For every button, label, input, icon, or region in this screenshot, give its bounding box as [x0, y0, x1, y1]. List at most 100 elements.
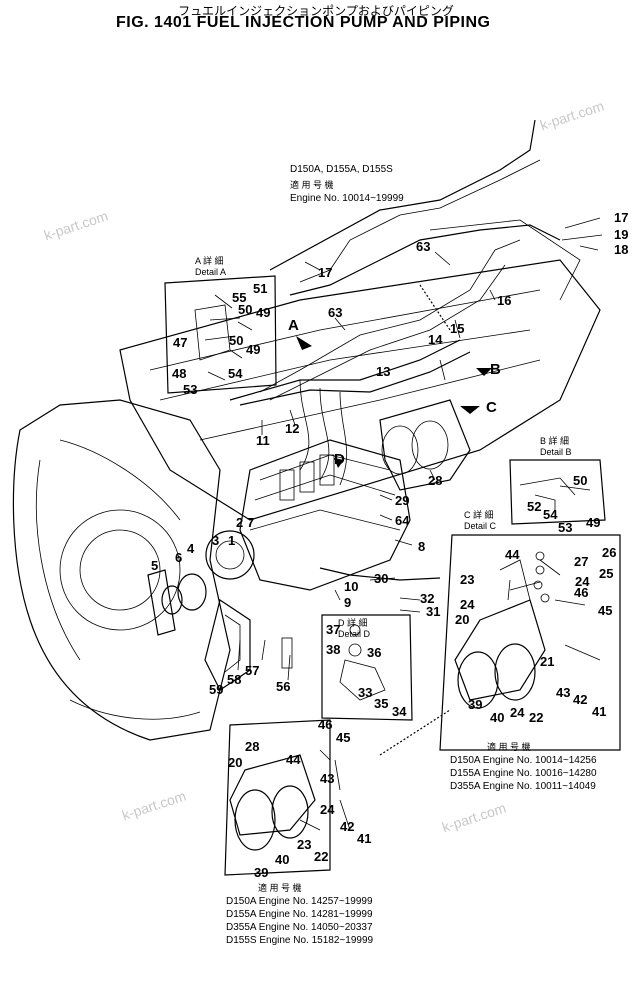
- top-engine-range: Engine No. 10014~19999: [290, 193, 404, 204]
- callout: 1: [228, 533, 236, 548]
- callout: 59: [209, 682, 224, 697]
- callout: 36: [367, 645, 382, 660]
- callout: 51: [253, 281, 268, 296]
- apply-bottom-jp: 適 用 号 機: [258, 883, 302, 893]
- detail-b-label: Detail B: [540, 447, 572, 457]
- callout: 54: [228, 366, 243, 381]
- fuel-filter-center: [379, 399, 471, 491]
- callout: 7: [247, 515, 255, 530]
- callout: 11: [256, 433, 270, 448]
- callout: 46: [574, 585, 589, 600]
- title-japanese: フュエルインジェクションポンプおよびパイピング: [178, 4, 454, 18]
- callout: 23: [297, 837, 312, 852]
- callout: 6: [175, 550, 183, 565]
- detail-d-jp: D 詳 細: [338, 618, 368, 628]
- callout: 49: [256, 305, 271, 320]
- callout: 53: [183, 382, 198, 397]
- detail-a-label: Detail A: [195, 267, 227, 277]
- callout: 20: [228, 755, 243, 770]
- callout: 41: [357, 831, 372, 846]
- callout: 53: [558, 520, 573, 535]
- apply-bottom-line: D150A Engine No. 14257~19999: [226, 896, 373, 907]
- detail-c-frame: [439, 534, 621, 751]
- callout: 26: [602, 545, 617, 560]
- apply-right-line: D355A Engine No. 10011~14049: [450, 781, 596, 792]
- callout: 9: [344, 595, 352, 610]
- view-arrow-c: C: [486, 399, 497, 416]
- callout: 46: [318, 717, 333, 732]
- view-arrow-d: D: [334, 451, 345, 468]
- callout: 16: [497, 293, 512, 308]
- callout: 14: [428, 332, 443, 347]
- apply-bottom-line: D155S Engine No. 15182~19999: [226, 935, 374, 946]
- callout: 40: [490, 710, 505, 725]
- callout: 24: [575, 574, 590, 589]
- callout: 57: [245, 663, 260, 678]
- callout: 23: [460, 572, 475, 587]
- callout: 45: [598, 603, 613, 618]
- callout: 50: [573, 473, 588, 488]
- callout: 24: [320, 802, 335, 817]
- apply-bottom-line: D355A Engine No. 14050~20337: [226, 922, 373, 933]
- callout: 41: [592, 704, 607, 719]
- bottom-filter-frame: [224, 719, 331, 876]
- callout: 39: [254, 865, 269, 880]
- callout: 24: [460, 597, 475, 612]
- callout: 43: [320, 771, 335, 786]
- callout: 52: [527, 499, 542, 514]
- callout: 43: [556, 685, 571, 700]
- detail-d-frame: [321, 614, 413, 721]
- callout: 55: [232, 290, 247, 305]
- callout: 44: [286, 752, 301, 767]
- callout: 32: [420, 591, 435, 606]
- callout: 5: [151, 558, 159, 573]
- callout: 45: [336, 730, 351, 745]
- callout: 42: [573, 692, 588, 707]
- flywheel-housing-outline: [12, 399, 231, 741]
- callout: 56: [276, 679, 291, 694]
- callout: 4: [187, 541, 195, 556]
- top-models-note: D150A, D155A, D155S: [290, 164, 393, 175]
- callout: 22: [529, 710, 544, 725]
- callout: 35: [374, 696, 389, 711]
- detail-b-frame: [509, 459, 606, 525]
- callout: 49: [586, 515, 601, 530]
- callout: 27: [574, 554, 589, 569]
- callout: 50: [238, 302, 253, 317]
- callout: 17: [318, 265, 333, 280]
- callout: 63: [416, 239, 431, 254]
- apply-right-line: D155A Engine No. 10016~14280: [450, 768, 597, 779]
- engine-head-outline: [119, 259, 601, 521]
- apply-right-line: D150A Engine No. 10014~14256: [450, 755, 597, 766]
- callout: 22: [314, 849, 329, 864]
- detail-d-label: Detail D: [338, 629, 371, 639]
- detail-c-jp: C 詳 細: [464, 510, 494, 520]
- callout: 24: [510, 705, 525, 720]
- callout: 37: [326, 622, 341, 637]
- callout: 34: [392, 704, 407, 719]
- detail-c-label: Detail C: [464, 521, 497, 531]
- callout: 63: [328, 305, 343, 320]
- view-arrow-a: A: [288, 317, 299, 334]
- callout: 44: [505, 547, 520, 562]
- callout: 38: [326, 642, 341, 657]
- callout: 50: [229, 333, 244, 348]
- figure-title: FIG. 1401 FUEL INJECTION PUMP AND PIPING: [116, 14, 491, 31]
- callout: 48: [172, 366, 187, 381]
- callout: 25: [599, 566, 614, 581]
- callout: 58: [227, 672, 242, 687]
- callout: 2: [236, 515, 244, 530]
- callout: 29: [395, 493, 410, 508]
- callout: 18: [614, 242, 629, 257]
- callout: 40: [275, 852, 290, 867]
- callout: 39: [468, 697, 483, 712]
- detail-b-jp: B 詳 細: [540, 436, 570, 446]
- injection-pump-body: [239, 439, 411, 591]
- callout: 28: [245, 739, 260, 754]
- callout: 8: [418, 539, 426, 554]
- callout: 21: [540, 654, 555, 669]
- callout: 15: [450, 321, 465, 336]
- injection-pipe-upper: [269, 119, 536, 271]
- callout: 54: [543, 507, 558, 522]
